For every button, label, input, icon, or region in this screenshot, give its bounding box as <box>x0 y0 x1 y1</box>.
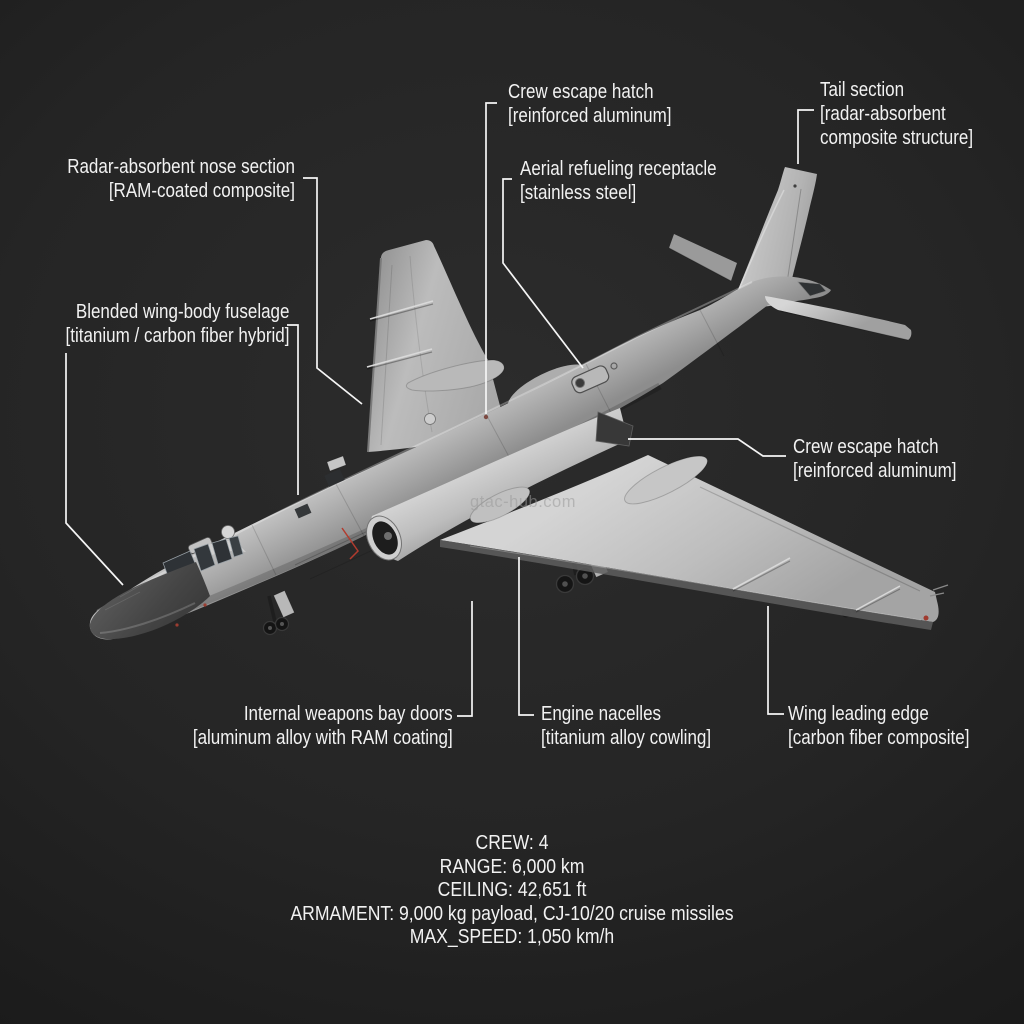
far-gear-pod <box>405 359 505 392</box>
near-wing <box>440 455 949 630</box>
watermark: gtac-hub.com <box>470 493 576 511</box>
leader-aerial-refueling <box>502 178 584 369</box>
label-line: Engine nacelles <box>541 703 662 725</box>
nose-radome <box>89 562 210 640</box>
intake-warning-chevron <box>341 527 359 560</box>
label-line: Radar-absorbent nose section <box>67 156 295 178</box>
engine-exhaust-nozzle <box>595 411 634 447</box>
label-aerial-refueling: Aerial refueling receptacle [stainless s… <box>520 157 717 205</box>
label-blended-fuselage: Blended wing-body fuselage [titanium / c… <box>65 300 289 348</box>
astrodome-front <box>221 525 235 539</box>
label-nose-section: Radar-absorbent nose section [RAM-coated… <box>67 155 295 203</box>
label-line: Wing leading edge <box>788 703 929 725</box>
spec-block: CREW: 4 RANGE: 6,000 km CEILING: 42,651 … <box>61 832 962 950</box>
astrodome-mid <box>424 413 436 425</box>
canopy-window-2 <box>211 538 233 565</box>
label-line: Blended wing-body fuselage <box>75 301 290 323</box>
label-line: [reinforced aluminum] <box>508 105 672 127</box>
label-line: Aerial refueling receptacle <box>520 158 717 180</box>
leader-tail-section <box>797 109 814 164</box>
tail-turret-window <box>797 281 827 297</box>
far-wing <box>366 240 505 453</box>
leader-lines <box>65 102 814 717</box>
leader-nose-section <box>303 177 363 405</box>
open-hatch <box>324 468 345 487</box>
spec-max-speed: MAX_SPEED: 1,050 km/h <box>409 926 615 948</box>
leader-crew-escape-top-dot <box>483 414 489 420</box>
leader-weapons-bay <box>457 601 473 717</box>
label-line: Crew escape hatch <box>508 81 654 103</box>
label-line: Crew escape hatch <box>793 436 939 458</box>
near-engine-nacelle <box>341 408 634 561</box>
leader-blended-fuselage-a <box>287 324 299 495</box>
label-tail-section: Tail section [radar-absorbent composite … <box>820 78 973 150</box>
near-stabilizer <box>765 296 912 341</box>
canopy-window-3 <box>228 535 244 558</box>
label-line: [stainless steel] <box>520 182 637 204</box>
spec-ceiling: CEILING: 42,651 ft <box>437 879 587 901</box>
label-line: [reinforced aluminum] <box>793 460 957 482</box>
label-line: [titanium / carbon fiber hybrid] <box>65 325 289 347</box>
leader-engine-nacelles <box>518 557 534 716</box>
canopy-window-1 <box>193 543 216 572</box>
leader-crew-escape-top <box>485 102 497 414</box>
spine-antenna-ring <box>610 362 618 370</box>
far-stabilizer <box>669 234 737 281</box>
flap-fairing-pod <box>469 486 531 524</box>
label-wing-leading-edge: Wing leading edge [carbon fiber composit… <box>788 702 969 750</box>
leader-wing-leading-edge <box>767 606 784 715</box>
spec-range: RANGE: 6,000 km <box>439 855 585 878</box>
label-line: Tail section <box>820 79 905 101</box>
label-line: [radar-absorbent <box>820 103 946 125</box>
label-engine-nacelles: Engine nacelles [titanium alloy cowling] <box>541 702 711 750</box>
label-line: [carbon fiber composite] <box>788 727 970 749</box>
aircraft-model <box>89 167 949 640</box>
spec-crew: CREW: 4 <box>475 832 549 854</box>
label-line: [aluminum alloy with RAM coating] <box>193 727 453 749</box>
label-weapons-bay: Internal weapons bay doors [aluminum all… <box>193 702 453 750</box>
leader-blended-fuselage-b <box>65 353 124 586</box>
label-crew-escape-right: Crew escape hatch [reinforced aluminum] <box>793 435 956 483</box>
spec-armament: ARMAMENT: 9,000 kg payload, CJ-10/20 cru… <box>290 902 734 925</box>
label-line: [RAM-coated composite] <box>108 180 295 202</box>
spine-fitting <box>575 378 585 388</box>
near-gear-pod <box>624 455 708 505</box>
leader-crew-escape-right <box>628 438 786 457</box>
side-hatch <box>294 503 312 519</box>
label-line: Internal weapons bay doors <box>244 703 453 725</box>
label-crew-escape-top: Crew escape hatch [reinforced aluminum] <box>508 80 671 128</box>
label-line: [titanium alloy cowling] <box>541 727 712 749</box>
label-line: composite structure] <box>820 127 974 149</box>
fuselage-details <box>175 362 618 627</box>
wingtip-nav-light <box>923 615 929 621</box>
nose-landing-gear <box>262 590 295 636</box>
